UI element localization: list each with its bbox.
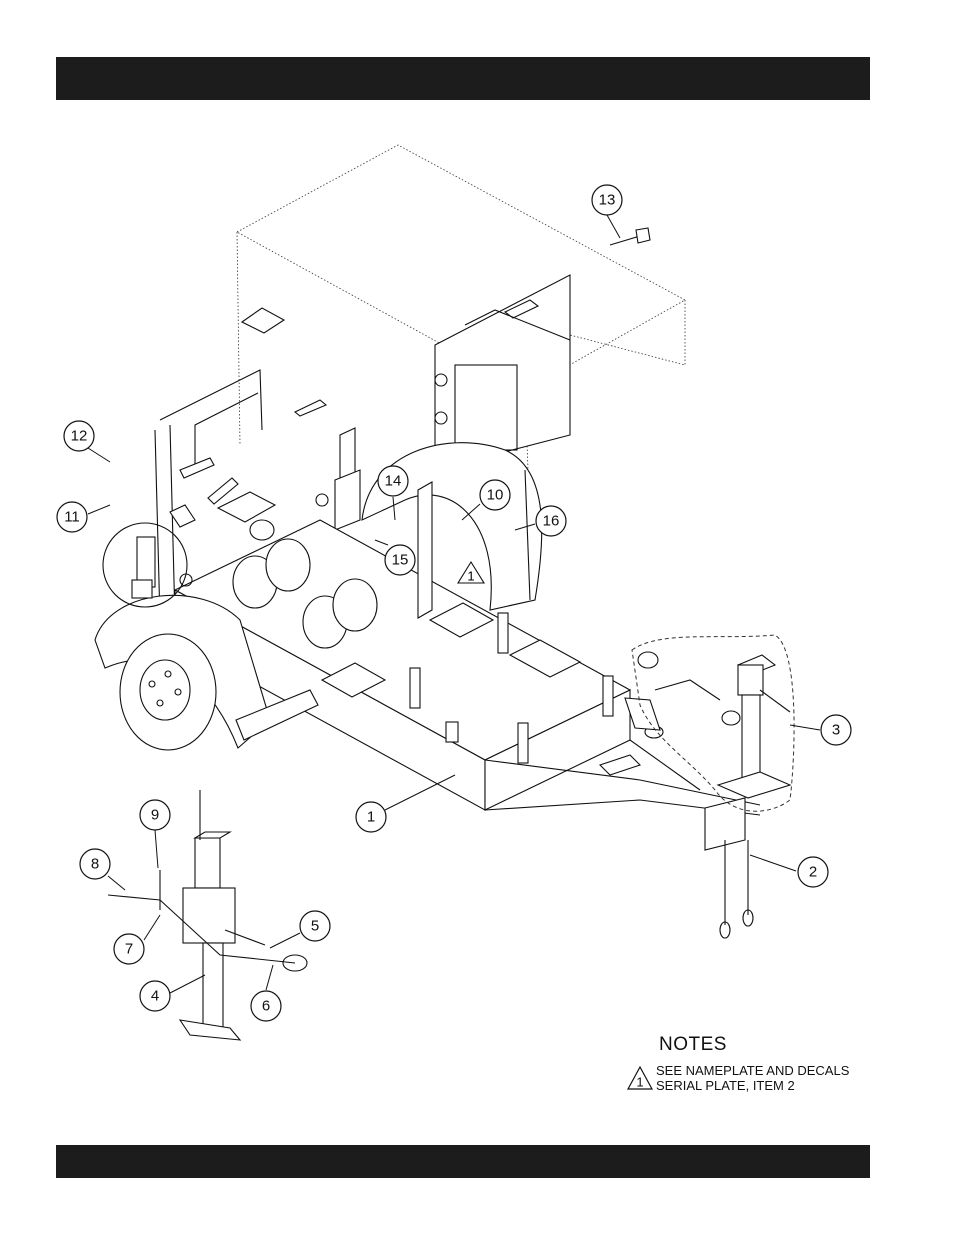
callout-10-number: 10 bbox=[487, 487, 504, 504]
callout-5-number: 5 bbox=[311, 918, 319, 935]
callout-7: 7 bbox=[114, 934, 144, 964]
callout-9: 9 bbox=[140, 800, 170, 830]
callout-15-number: 15 bbox=[392, 552, 409, 569]
callout-15: 15 bbox=[385, 545, 415, 575]
callout-11: 11 bbox=[57, 502, 87, 532]
callout-12-number: 12 bbox=[71, 428, 88, 445]
callout-1-number: 1 bbox=[367, 809, 375, 826]
callout-10: 10 bbox=[480, 480, 510, 510]
callout-6: 6 bbox=[251, 991, 281, 1021]
callout-5: 5 bbox=[300, 911, 330, 941]
callout-9-number: 9 bbox=[151, 807, 159, 824]
note-marker-number: 1 bbox=[467, 569, 474, 584]
callout-3: 3 bbox=[821, 715, 851, 745]
note-line-1: SEE NAMEPLATE AND DECALS bbox=[656, 1063, 849, 1078]
callout-13: 13 bbox=[592, 185, 622, 215]
callout-7-number: 7 bbox=[125, 941, 133, 958]
note-symbol-number: 1 bbox=[636, 1075, 643, 1090]
callout-14: 14 bbox=[378, 466, 408, 496]
callout-16-number: 16 bbox=[543, 513, 560, 530]
callout-11-number: 11 bbox=[64, 509, 80, 526]
note-line-2: SERIAL PLATE, ITEM 2 bbox=[656, 1078, 795, 1093]
callout-16: 16 bbox=[536, 506, 566, 536]
note-marker: 1 bbox=[458, 562, 484, 584]
callout-3-number: 3 bbox=[832, 722, 840, 739]
safety-chains bbox=[720, 840, 753, 938]
warning-triangle-icon: 1 bbox=[627, 1066, 653, 1090]
callout-4-number: 4 bbox=[151, 988, 159, 1005]
callout-8-number: 8 bbox=[91, 856, 99, 873]
callout-12: 12 bbox=[64, 421, 94, 451]
notes-title: NOTES bbox=[659, 1034, 727, 1056]
callout-1: 1 bbox=[356, 802, 386, 832]
callout-6-number: 6 bbox=[262, 998, 270, 1015]
trailer-frame bbox=[175, 492, 760, 850]
callout-13-number: 13 bbox=[599, 192, 616, 209]
callout-4: 4 bbox=[140, 981, 170, 1011]
callout-14-number: 14 bbox=[385, 473, 402, 490]
callout-2: 2 bbox=[798, 857, 828, 887]
callout-8: 8 bbox=[80, 849, 110, 879]
callout-2-number: 2 bbox=[809, 864, 817, 881]
